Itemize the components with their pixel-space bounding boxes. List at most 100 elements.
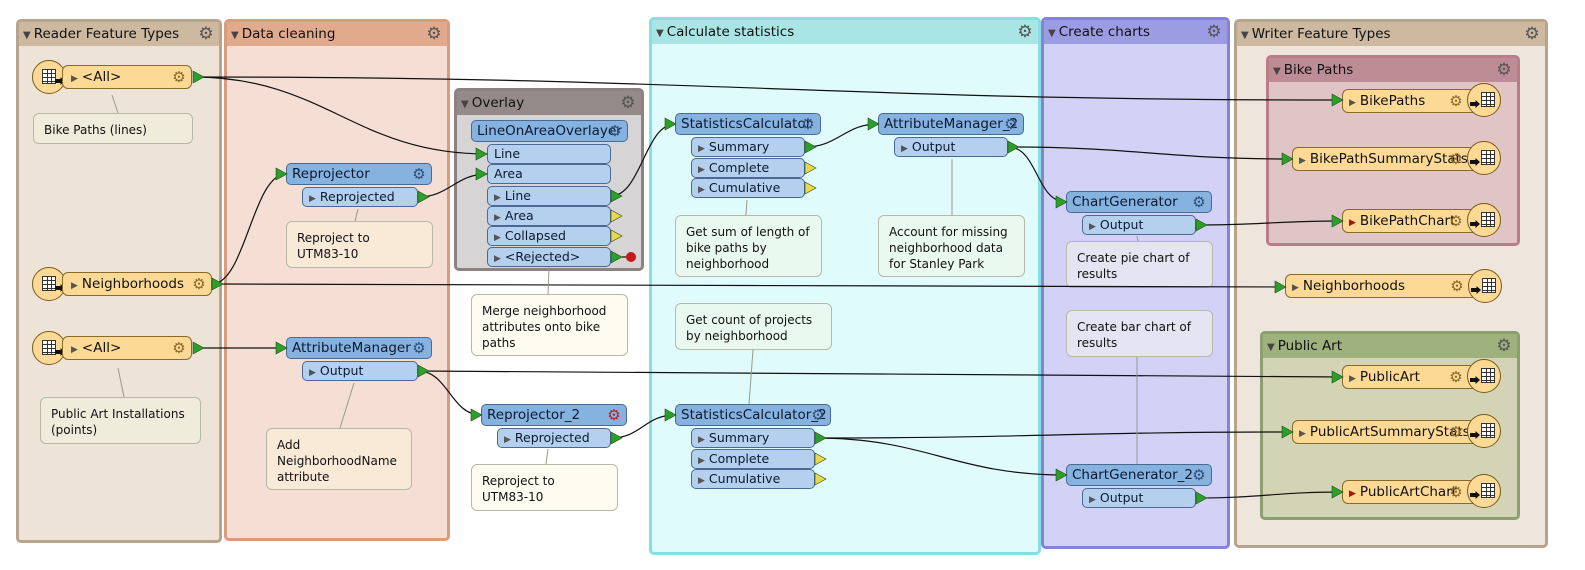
gear-icon[interactable]: ⚙ bbox=[1496, 336, 1512, 356]
gear-icon[interactable]: ⚙ bbox=[412, 165, 426, 183]
expand-triangle-icon[interactable]: ▶ bbox=[1299, 429, 1306, 439]
gear-icon[interactable]: ⚙ bbox=[172, 68, 186, 86]
port-arrow-icon[interactable] bbox=[867, 117, 880, 131]
gear-icon[interactable]: ⚙ bbox=[801, 115, 815, 133]
writer-feature-type-icon[interactable] bbox=[1467, 359, 1501, 393]
port-arrow-icon[interactable] bbox=[664, 117, 677, 131]
port-arrow-icon[interactable] bbox=[470, 408, 483, 422]
connection-line[interactable] bbox=[192, 76, 1343, 101]
expand-triangle-icon[interactable]: ▶ bbox=[1292, 283, 1299, 293]
port-arrow-icon[interactable] bbox=[1281, 152, 1294, 166]
transformer-attributemanager[interactable]: AttributeManager⚙ bbox=[286, 337, 432, 359]
output-port-rejected[interactable]: ▶<Rejected> bbox=[487, 247, 611, 267]
gear-icon[interactable]: ⚙ bbox=[426, 24, 442, 44]
collapse-triangle-icon[interactable]: ▼ bbox=[656, 28, 664, 39]
annotation-note[interactable]: Merge neighborhood attributes onto bike … bbox=[471, 294, 628, 356]
port-arrow-icon[interactable] bbox=[475, 147, 488, 161]
writer-feature-type-icon[interactable] bbox=[1467, 414, 1501, 448]
gear-icon[interactable]: ⚙ bbox=[1192, 466, 1206, 484]
connection-line[interactable] bbox=[1195, 220, 1343, 226]
gear-icon[interactable]: ⚙ bbox=[412, 339, 426, 357]
writer-feature-type-bikepathchart[interactable]: ▶BikePathChart⚙ bbox=[1342, 209, 1480, 233]
writer-feature-type-icon[interactable] bbox=[1467, 83, 1501, 117]
expand-triangle-icon[interactable]: ▶ bbox=[71, 74, 78, 84]
connection-line[interactable] bbox=[814, 431, 1293, 439]
port-arrow-icon[interactable] bbox=[610, 431, 623, 445]
port-arrow-icon[interactable] bbox=[1281, 425, 1294, 439]
port-arrow-icon[interactable] bbox=[1331, 370, 1344, 384]
port-arrow-icon[interactable] bbox=[275, 341, 288, 355]
writer-feature-type-icon[interactable] bbox=[1467, 474, 1501, 508]
gear-icon[interactable]: ⚙ bbox=[172, 339, 186, 357]
transformer-reprojector[interactable]: Reprojector⚙ bbox=[286, 163, 432, 185]
gear-icon[interactable]: ⚙ bbox=[1524, 24, 1540, 44]
expand-triangle-icon[interactable]: ▶ bbox=[494, 193, 501, 203]
collapse-triangle-icon[interactable]: ▼ bbox=[461, 99, 469, 110]
expand-triangle-icon[interactable]: ▶ bbox=[494, 233, 501, 243]
expand-triangle-icon[interactable]: ▶ bbox=[494, 213, 501, 223]
writer-feature-type-icon[interactable] bbox=[1467, 141, 1501, 175]
expand-triangle-icon[interactable]: ▶ bbox=[309, 368, 316, 378]
output-port-output[interactable]: ▶Output bbox=[1082, 215, 1196, 235]
collapse-triangle-icon[interactable]: ▼ bbox=[1273, 66, 1281, 77]
expand-triangle-icon[interactable]: ▶ bbox=[1299, 156, 1306, 166]
expand-triangle-icon[interactable]: ▶ bbox=[71, 281, 78, 291]
port-arrow-icon[interactable] bbox=[664, 408, 677, 422]
connection-line[interactable] bbox=[814, 437, 1067, 476]
gear-icon[interactable]: ⚙ bbox=[607, 406, 621, 424]
transformer-lineonareaoverlayer[interactable]: LineOnAreaOverlayer⚙ bbox=[471, 120, 628, 142]
gear-icon[interactable]: ⚙ bbox=[620, 93, 636, 113]
port-arrow-icon[interactable] bbox=[1331, 214, 1344, 228]
port-arrow-icon[interactable] bbox=[417, 190, 430, 204]
gear-icon[interactable]: ⚙ bbox=[198, 24, 214, 44]
writer-feature-type-icon[interactable] bbox=[1468, 269, 1502, 303]
annotation-note[interactable]: Account for missing neighborhood data fo… bbox=[878, 215, 1025, 277]
gear-icon[interactable]: ⚙ bbox=[1206, 22, 1222, 42]
annotation-note[interactable]: Create bar chart of results bbox=[1066, 310, 1213, 357]
writer-feature-type-publicartchart[interactable]: ▶PublicArtChart⚙ bbox=[1342, 480, 1480, 504]
port-arrow-icon[interactable] bbox=[1331, 485, 1344, 499]
gear-icon[interactable]: ⚙ bbox=[1004, 115, 1018, 133]
port-arrow-icon[interactable] bbox=[417, 364, 430, 378]
port-arrow-icon[interactable] bbox=[1195, 218, 1208, 232]
expand-triangle-icon[interactable]: ▶ bbox=[1349, 489, 1356, 499]
collapse-triangle-icon[interactable]: ▼ bbox=[23, 30, 31, 41]
transformer-statisticscalculator-2[interactable]: StatisticsCalculator_2⚙ bbox=[675, 404, 831, 426]
expand-triangle-icon[interactable]: ▶ bbox=[1349, 374, 1356, 384]
reader-feature-type-neighborhoods[interactable]: ▶Neighborhoods⚙ bbox=[62, 272, 212, 296]
gear-icon[interactable]: ⚙ bbox=[1449, 423, 1463, 441]
gear-icon[interactable]: ⚙ bbox=[1449, 150, 1463, 168]
connection-line[interactable] bbox=[192, 76, 488, 155]
gear-icon[interactable]: ⚙ bbox=[811, 406, 825, 424]
output-port-area[interactable]: ▶Area bbox=[487, 206, 611, 226]
annotation-note[interactable]: Reproject to UTM83-10 bbox=[471, 464, 618, 511]
port-arrow-icon[interactable] bbox=[1331, 93, 1344, 107]
expand-triangle-icon[interactable]: ▶ bbox=[698, 144, 705, 154]
annotation-note[interactable]: Bike Paths (lines) bbox=[33, 113, 193, 144]
connection-line[interactable] bbox=[211, 283, 1286, 288]
output-port-cumulative[interactable]: ▶Cumulative bbox=[691, 469, 815, 489]
output-port-complete[interactable]: ▶Complete bbox=[691, 158, 805, 178]
reader-feature-type-icon[interactable] bbox=[32, 331, 66, 365]
gear-icon[interactable]: ⚙ bbox=[1449, 368, 1463, 386]
expand-triangle-icon[interactable]: ▶ bbox=[504, 435, 511, 445]
output-port-reprojected[interactable]: ▶Reprojected bbox=[302, 187, 418, 207]
port-arrow-icon[interactable] bbox=[610, 189, 623, 203]
port-arrow-icon[interactable] bbox=[610, 250, 623, 264]
port-arrow-icon[interactable] bbox=[814, 431, 827, 445]
expand-triangle-icon[interactable]: ▶ bbox=[698, 185, 705, 195]
reader-feature-type-all-1[interactable]: ▶<All>⚙ bbox=[62, 65, 192, 89]
port-arrow-icon[interactable] bbox=[192, 70, 205, 84]
collapse-triangle-icon[interactable]: ▼ bbox=[1267, 342, 1275, 353]
expand-triangle-icon[interactable]: ▶ bbox=[309, 194, 316, 204]
expand-triangle-icon[interactable]: ▶ bbox=[698, 456, 705, 466]
port-arrow-icon[interactable] bbox=[804, 161, 817, 175]
output-port-summary[interactable]: ▶Summary bbox=[691, 428, 815, 448]
output-port-collapsed[interactable]: ▶Collapsed bbox=[487, 226, 611, 246]
transformer-reprojector-2[interactable]: Reprojector_2⚙ bbox=[481, 404, 627, 426]
expand-triangle-icon[interactable]: ▶ bbox=[1349, 98, 1356, 108]
connection-line[interactable] bbox=[1007, 146, 1293, 160]
expand-triangle-icon[interactable]: ▶ bbox=[901, 144, 908, 154]
expand-triangle-icon[interactable]: ▶ bbox=[698, 165, 705, 175]
connection-line[interactable] bbox=[1195, 491, 1343, 499]
